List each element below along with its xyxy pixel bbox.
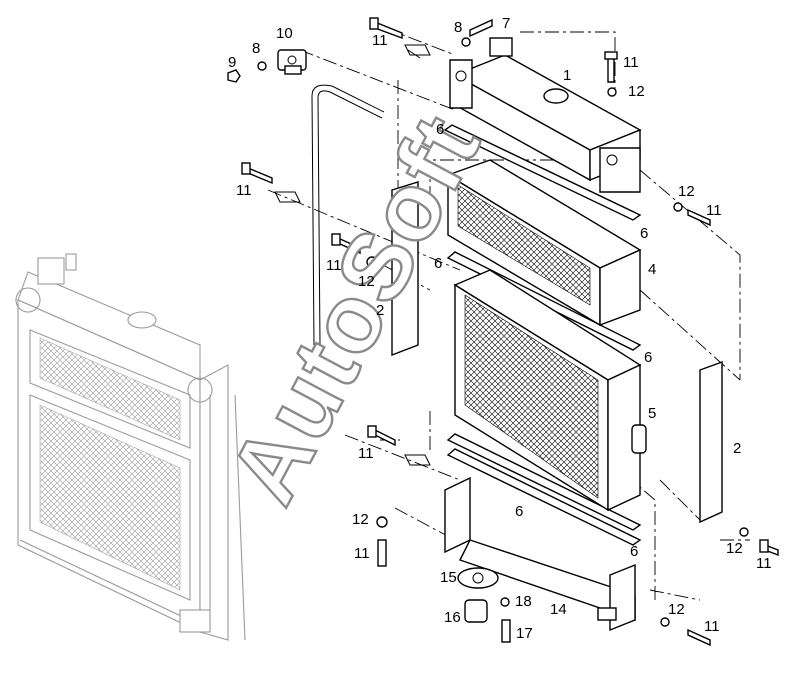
clips (274, 44, 431, 466)
callout-12a: 12 (628, 83, 645, 100)
callout-18: 18 (515, 593, 532, 610)
callout-4: 4 (648, 261, 656, 278)
callout-8a: 8 (454, 19, 462, 36)
side-panel-right (699, 361, 723, 524)
callout-11f: 11 (358, 445, 374, 462)
upper-core (446, 159, 642, 327)
cap-10 (277, 49, 307, 75)
callout-6a: 6 (436, 121, 444, 138)
callout-7: 7 (502, 15, 510, 32)
callout-17: 17 (516, 625, 533, 642)
callout-11a: 11 (372, 32, 388, 49)
callout-11i: 11 (704, 618, 720, 635)
callout-8b: 8 (252, 40, 260, 57)
callout-12d: 12 (352, 511, 369, 528)
callout-16: 16 (444, 609, 461, 626)
washer-8a (257, 61, 267, 71)
callout-11h: 11 (756, 555, 772, 572)
callout-12b: 12 (678, 183, 695, 200)
callout-labels: 1 2 2 4 5 6 6 6 6 6 6 7 8 8 9 10 11 11 1… (228, 15, 772, 642)
nut-9 (227, 69, 241, 83)
callout-11g: 11 (354, 545, 370, 562)
callout-9: 9 (228, 54, 236, 71)
callout-6b: 6 (640, 225, 648, 242)
callout-11b: 11 (623, 54, 639, 71)
callout-11c: 11 (236, 182, 252, 199)
callout-5: 5 (648, 405, 656, 422)
bottom-tank (444, 476, 636, 632)
main-core (453, 269, 647, 512)
callout-6c: 6 (434, 255, 442, 272)
callout-6e: 6 (515, 503, 523, 520)
callout-10: 10 (276, 25, 293, 42)
callout-11e: 11 (326, 257, 342, 274)
callout-12e: 12 (726, 540, 743, 557)
callout-2-right: 2 (733, 440, 741, 457)
assembled-radiator-ghost (15, 253, 246, 641)
callout-2-left: 2 (376, 302, 384, 319)
callout-1: 1 (563, 67, 571, 84)
callout-6d: 6 (644, 349, 652, 366)
callout-12c: 12 (358, 273, 375, 290)
bolts-top (241, 17, 779, 647)
callout-12f: 12 (668, 601, 685, 618)
side-panel-left (391, 181, 419, 357)
callout-14: 14 (550, 601, 567, 618)
top-tank (449, 37, 642, 193)
callout-15: 15 (440, 569, 457, 586)
overflow-hose (317, 90, 383, 346)
callout-6f: 6 (630, 543, 638, 560)
callout-11d: 11 (706, 202, 722, 219)
mount-15-16 (457, 567, 499, 623)
